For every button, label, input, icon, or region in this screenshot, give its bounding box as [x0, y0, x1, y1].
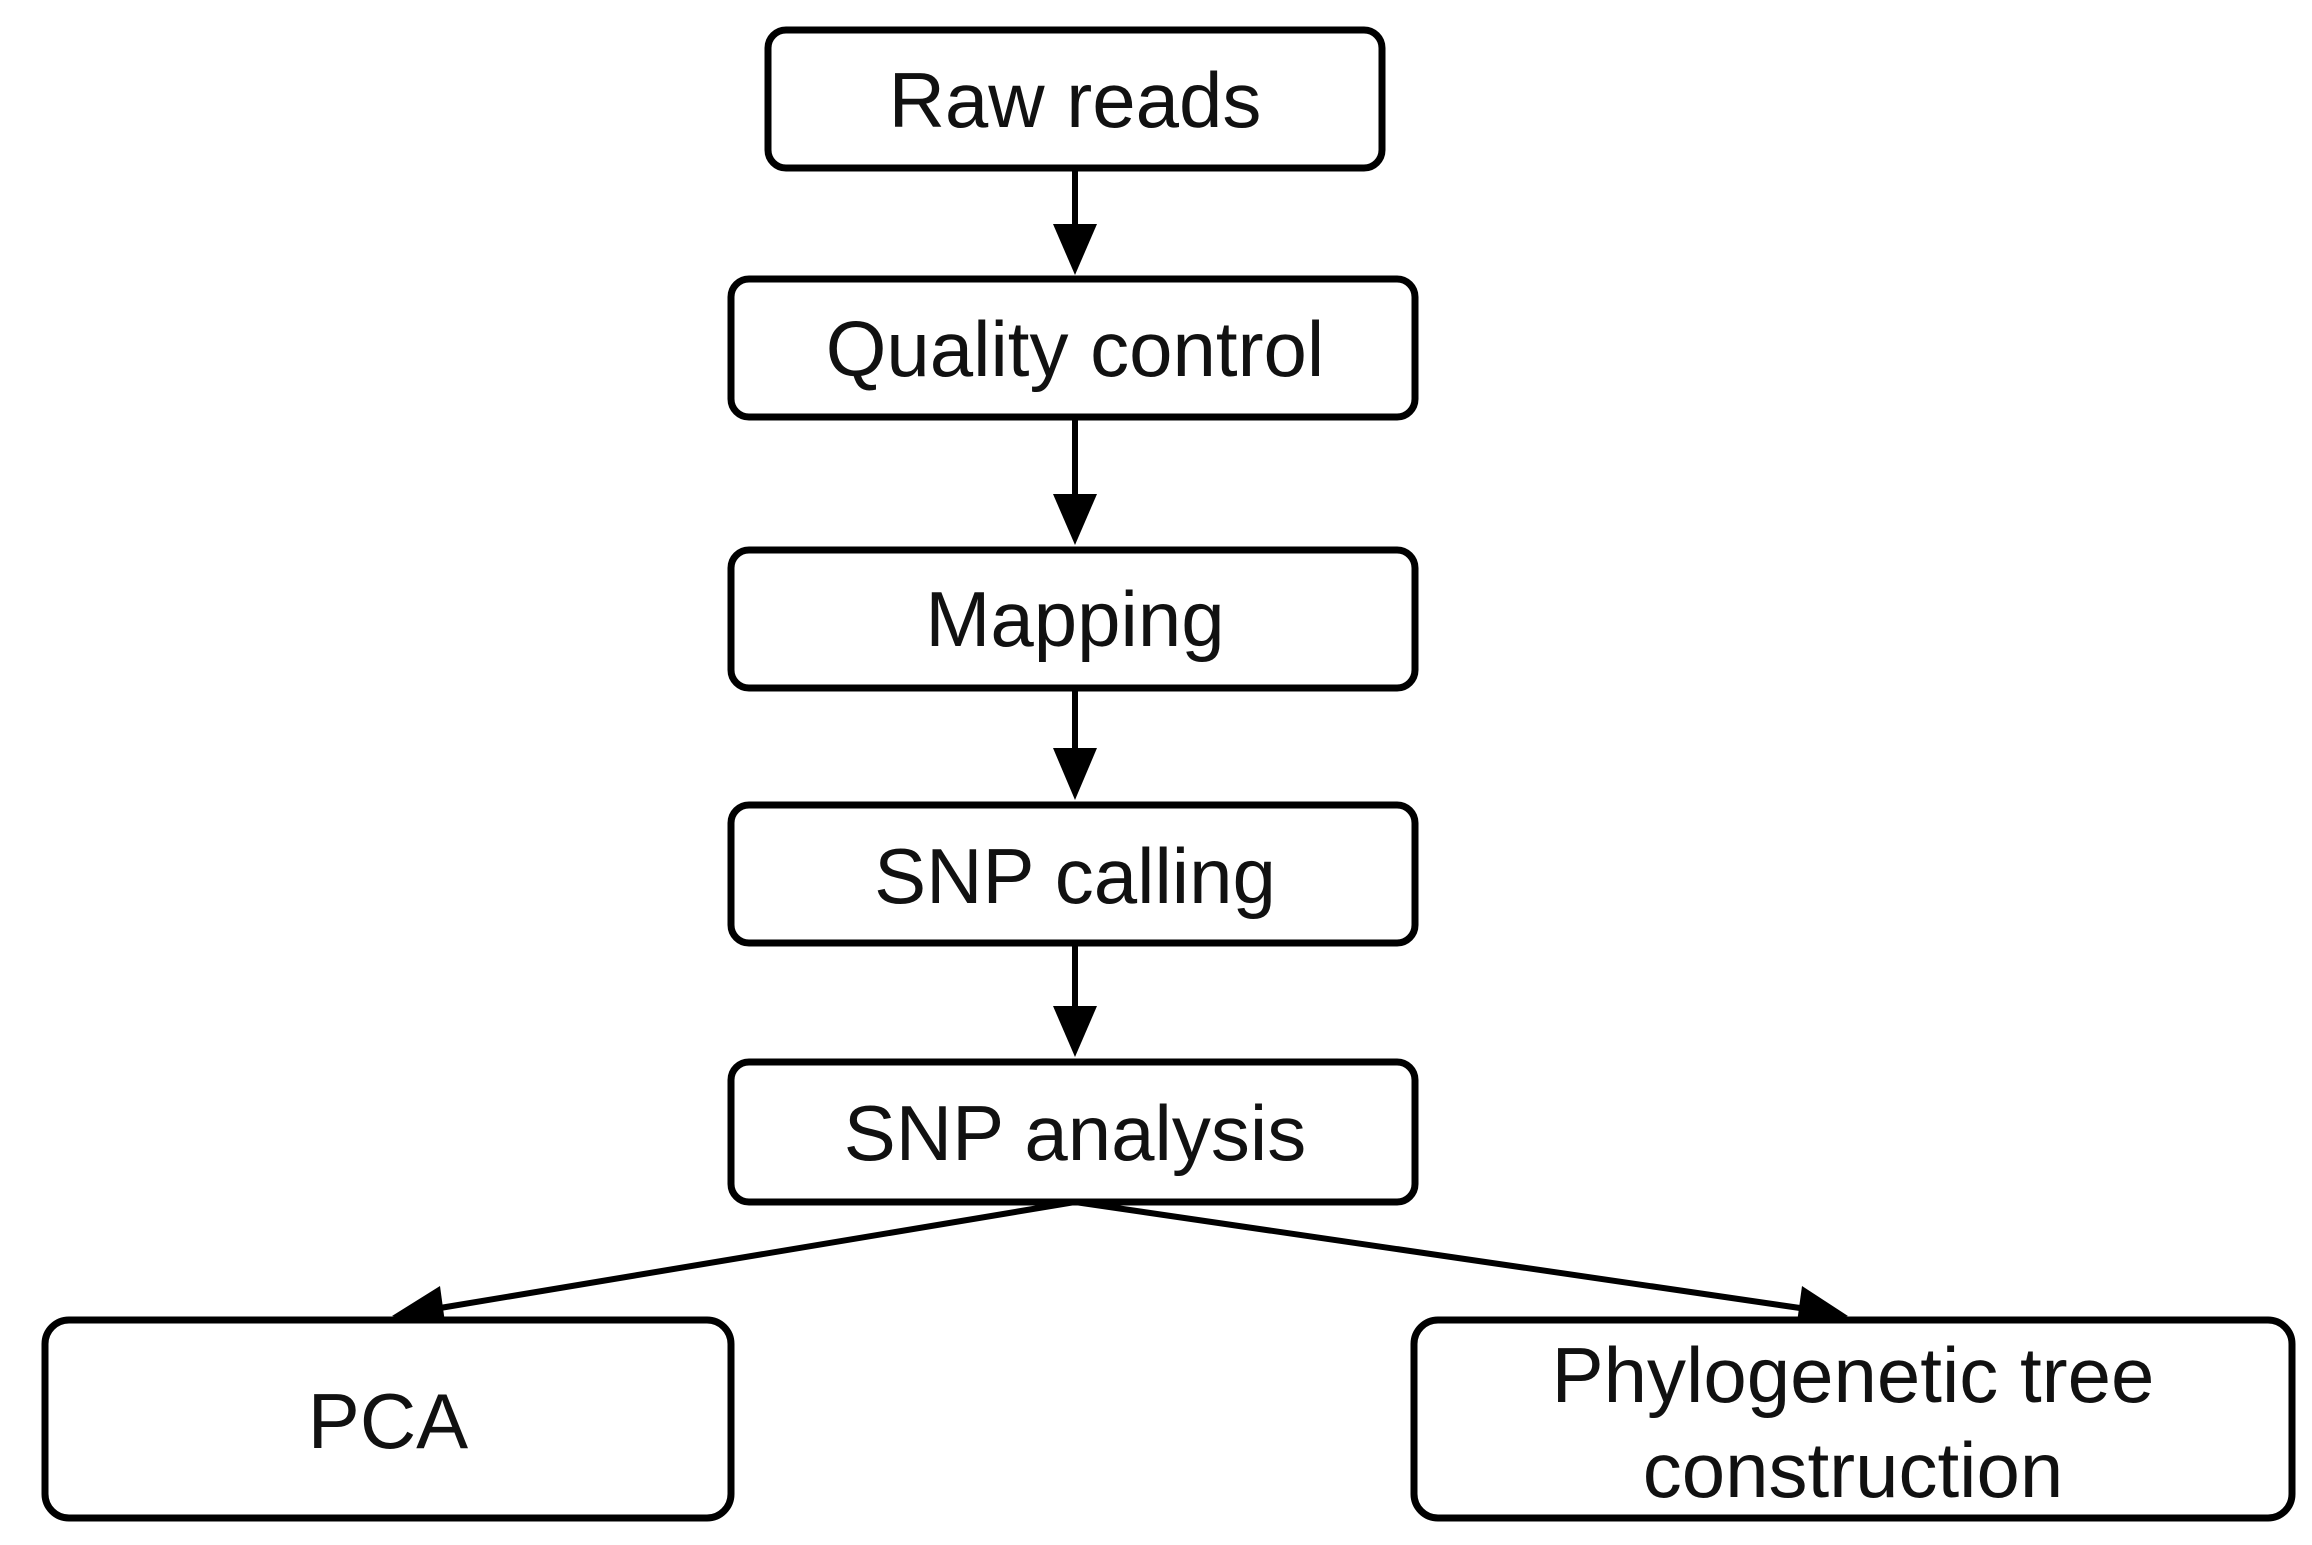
node-raw-reads: Raw reads [764, 26, 1386, 172]
node-label-line-1: Phylogenetic tree [1552, 1331, 2155, 1419]
node-snp-calling: SNP calling [727, 801, 1419, 947]
node-label: Mapping [925, 575, 1224, 663]
node-pca: PCA [41, 1316, 735, 1522]
edge-snp-analysis-to-phylogenetic-tree [1074, 1199, 1848, 1330]
edge-snp-calling-to-snp-analysis [1053, 943, 1097, 1057]
edge-mapping-to-snp-calling [1053, 688, 1097, 800]
edge-snp-analysis-to-pca [392, 1199, 1076, 1330]
node-label: Raw reads [889, 56, 1262, 144]
node-label: SNP analysis [844, 1089, 1306, 1177]
node-quality-control: Quality control [727, 275, 1419, 421]
node-label: Quality control [826, 305, 1325, 393]
edge-quality-control-to-mapping [1053, 417, 1097, 545]
edge-raw-reads-to-quality-control [1053, 168, 1097, 275]
node-mapping: Mapping [727, 546, 1419, 692]
nodes: Raw reads Quality control Mapping SNP ca… [41, 26, 2296, 1522]
node-label: PCA [308, 1377, 468, 1465]
node-label-line-2: construction [1643, 1426, 2064, 1514]
node-phylogenetic-tree-construction: Phylogenetic tree construction [1410, 1316, 2296, 1522]
node-snp-analysis: SNP analysis [727, 1058, 1419, 1206]
node-label: SNP calling [874, 832, 1276, 920]
